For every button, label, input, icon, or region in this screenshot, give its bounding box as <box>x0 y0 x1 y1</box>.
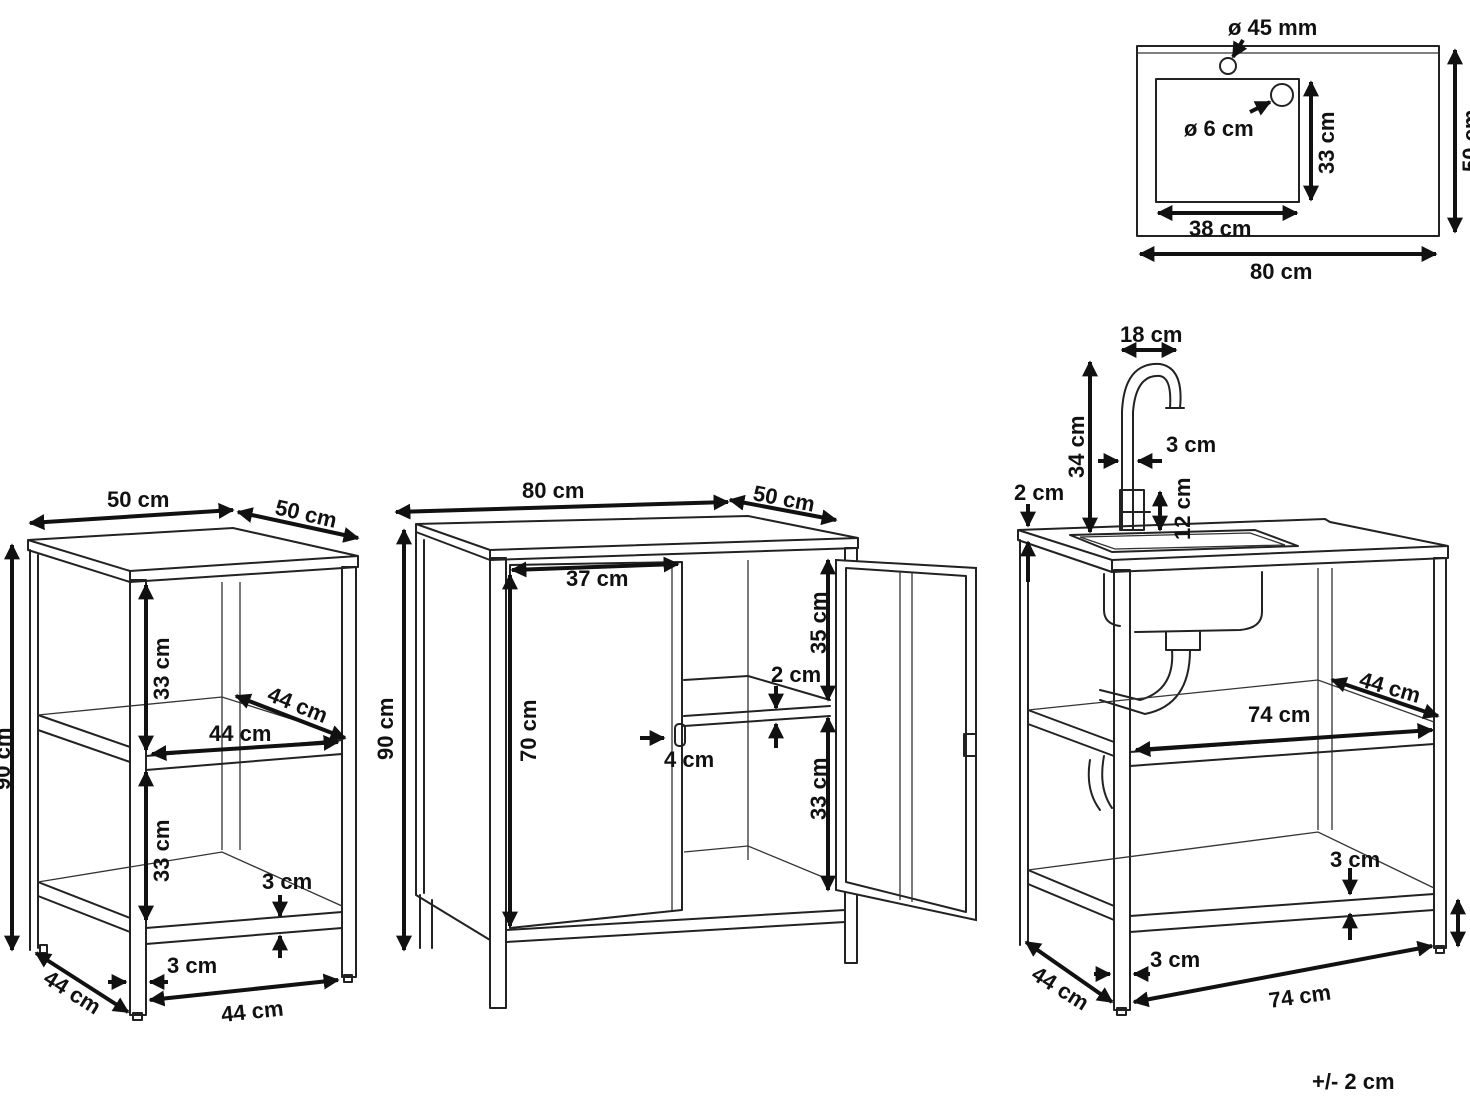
drain-hole-label: ø 6 cm <box>1184 116 1254 141</box>
sink-base-width-label: 74 cm <box>1267 980 1332 1013</box>
cabinet-door-height-label: 70 cm <box>516 700 541 762</box>
shelf-base-width-label: 44 cm <box>220 996 285 1027</box>
drain-hole <box>1270 83 1294 107</box>
sink-top-outline <box>1136 45 1440 237</box>
cabinet-handle-offset-label: 4 cm <box>664 747 714 772</box>
tap-height-label: 34 cm <box>1064 416 1089 478</box>
sink-leg-gap-label: 3 cm <box>1150 947 1200 972</box>
sink-unit: 18 cm 34 cm 3 cm 2 cm 12 cm 44 cm 74 cm … <box>1014 322 1466 1016</box>
basin-width-label: 38 cm <box>1189 216 1251 241</box>
cabinet-width-label: 80 cm <box>522 478 584 503</box>
tap-hole-label: ø 45 mm <box>1228 15 1317 40</box>
cabinet: 80 cm 50 cm 90 cm 37 cm 70 cm 35 cm 2 cm… <box>373 478 977 1009</box>
shelf-leg-gap-label: 3 cm <box>167 953 217 978</box>
shelf-width-label: 44 cm <box>209 721 271 746</box>
sink-bowl-top <box>1069 529 1299 553</box>
splashback-label: 2 cm <box>1014 480 1064 505</box>
shelf-lower-space-label: 33 cm <box>149 820 174 882</box>
door-handle <box>674 723 686 747</box>
sink-shelf-width-label: 74 cm <box>1248 702 1310 727</box>
tap-base-label: 12 cm <box>1170 478 1195 540</box>
shelf-height-label: 90 cm <box>0 728 15 790</box>
door-hinge <box>963 733 977 757</box>
basin-outline <box>1155 78 1300 203</box>
shelf-unit: 50 cm 50 cm 90 cm 33 cm 33 cm 44 cm 44 c… <box>0 487 360 1027</box>
sink-top-view: ø 45 mm ø 6 cm 33 cm 38 cm 80 cm 50 cm <box>1136 15 1470 284</box>
cabinet-height-label: 90 cm <box>373 698 398 760</box>
open-door <box>835 558 977 922</box>
overall-width-label: 80 cm <box>1250 259 1312 284</box>
sink-shelf-thickness-label: 3 cm <box>1330 847 1380 872</box>
overall-depth-label: 50 cm <box>1458 110 1470 172</box>
cabinet-shelf-thickness-label: 2 cm <box>771 662 821 687</box>
shelf-base-depth-label: 44 cm <box>39 965 105 1019</box>
shelf-top-width-label: 50 cm <box>107 487 169 512</box>
tap-reach-label: 18 cm <box>1120 322 1182 347</box>
cabinet-door-width-label: 37 cm <box>566 566 628 591</box>
faucet <box>1121 362 1182 531</box>
sink-base-depth-label: 44 cm <box>1027 961 1093 1015</box>
cabinet-lower-space-label: 33 cm <box>806 758 831 820</box>
shelf-upper-space-label: 33 cm <box>149 638 174 700</box>
tap-diameter-label: 3 cm <box>1166 432 1216 457</box>
tolerance-note: +/- 2 cm <box>1312 1069 1395 1094</box>
tap-hole <box>1219 57 1237 75</box>
shelf-thickness-label: 3 cm <box>262 869 312 894</box>
basin-depth-label: 33 cm <box>1314 112 1339 174</box>
cabinet-upper-space-label: 35 cm <box>806 592 831 654</box>
